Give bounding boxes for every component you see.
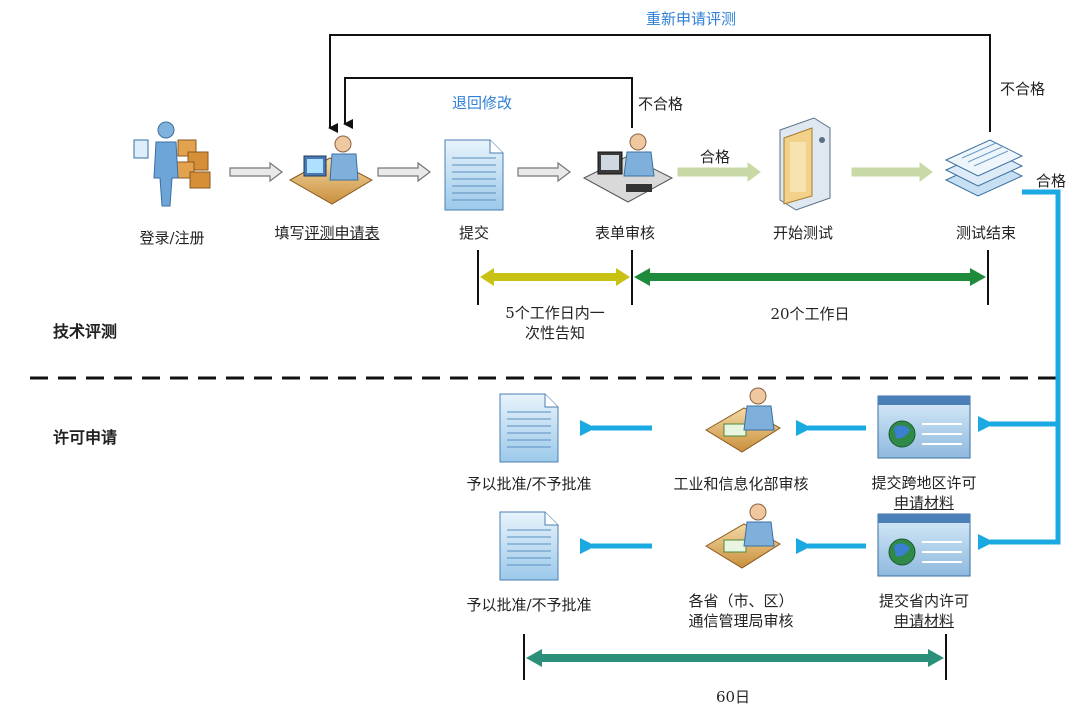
person-at-desk-icon	[288, 135, 374, 205]
test-device-icon	[779, 117, 831, 211]
row1-review-label: 工业和信息化部审核	[673, 475, 809, 493]
timeline-bottom	[523, 634, 947, 680]
official-at-desk-icon	[705, 503, 781, 569]
hollow-arrow	[377, 161, 431, 183]
fill-form-label-prefix: 填写	[274, 224, 305, 242]
pass-test-label: 合格	[1036, 172, 1067, 190]
span1-label-line2: 次性告知	[524, 324, 586, 342]
row2-submit-label: 提交省内许可	[878, 592, 970, 610]
start-test-label: 开始测试	[772, 224, 834, 242]
fill-form-label-underlined: 评测申请表	[304, 224, 380, 242]
document-icon	[499, 511, 559, 581]
reviewer-workstation-icon	[582, 133, 674, 203]
blue-arrow	[580, 420, 866, 554]
official-at-desk-icon	[705, 387, 781, 453]
resubmit-loop	[328, 34, 991, 133]
green-span-bar	[634, 268, 986, 286]
submit-label: 提交	[458, 224, 490, 242]
fail-review-label: 不合格	[638, 95, 684, 113]
hollow-arrow	[229, 161, 283, 183]
row2-review-label: 各省（市、区）	[688, 592, 794, 610]
form-review-label: 表单审核	[594, 224, 656, 242]
hollow-arrow	[517, 161, 571, 183]
fill-form-label: 填写评测申请表	[274, 222, 379, 243]
row2-submit-label-line2: 申请材料	[893, 612, 955, 630]
row1-submit-label: 提交跨地区许可	[871, 474, 977, 492]
person-with-boxes-icon	[133, 121, 211, 207]
timeline-top	[477, 250, 989, 305]
login-label: 登录/注册	[139, 229, 205, 247]
document-icon	[499, 393, 559, 463]
row2-review-label-line2: 通信管理局审核	[688, 612, 794, 630]
section-title-tech: 技术评测	[53, 322, 118, 341]
section-title-license: 许可申请	[53, 428, 118, 447]
test-end-label: 测试结束	[955, 224, 1017, 242]
resubmit-label: 重新申请评测	[646, 10, 737, 28]
paper-stack-icon	[944, 139, 1024, 197]
teal-span-bar	[526, 649, 944, 667]
yellow-span-bar	[480, 268, 630, 286]
row1-submit-label-line2: 申请材料	[893, 494, 955, 512]
pass-arrow	[851, 162, 933, 182]
span-60-label: 60日	[715, 688, 751, 706]
blue-connector	[978, 189, 1061, 550]
span1-label: 5个工作日内一	[505, 304, 605, 322]
row1-result-label: 予以批准/不予批准	[466, 475, 592, 493]
row2-result-label: 予以批准/不予批准	[466, 596, 592, 614]
web-window-icon	[877, 513, 971, 577]
pass-arrow	[677, 162, 761, 182]
return-modify-label: 退回修改	[452, 94, 513, 112]
web-window-icon	[877, 395, 971, 459]
span2-label: 20个工作日	[770, 305, 850, 323]
fail-test-label: 不合格	[1000, 80, 1046, 98]
return-modify-loop	[343, 77, 633, 129]
pass-review-label: 合格	[700, 148, 731, 166]
document-icon	[444, 139, 504, 211]
